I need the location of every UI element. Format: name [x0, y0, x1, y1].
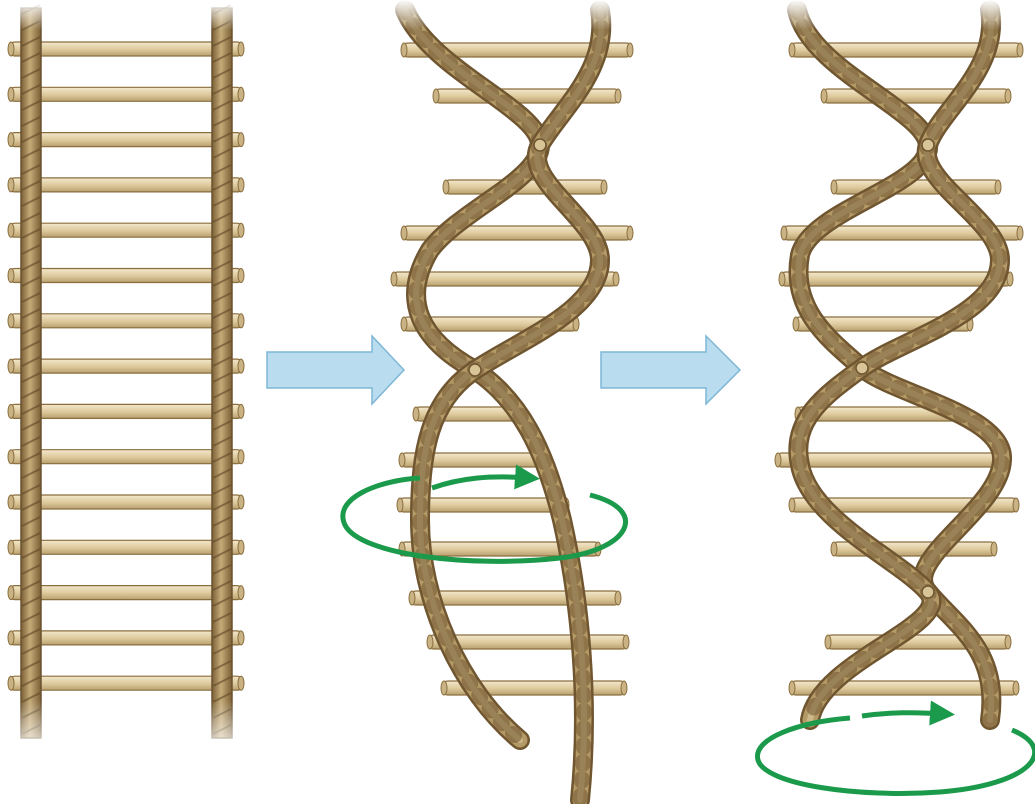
twist-rung [433, 89, 621, 103]
helix-rung [775, 453, 1011, 467]
ladder-rung [8, 87, 244, 101]
partially-twisted-ladder-panel [343, 10, 633, 800]
ladder-rung [8, 359, 244, 373]
ladder-rail-right [212, 5, 232, 738]
ladder-rung [8, 586, 244, 600]
twist-crossing-node [469, 364, 481, 376]
ladder-rung [8, 450, 244, 464]
ladder-rung [8, 495, 244, 509]
ladder-rung [8, 269, 244, 283]
top-fade [0, 0, 1035, 30]
ladder-rung [8, 540, 244, 554]
ladder-rung [8, 404, 244, 418]
twist-crossing-node [534, 139, 546, 151]
ladder-rung [8, 133, 244, 147]
ladder-rung [8, 676, 244, 690]
helix-crossing-node [922, 586, 934, 598]
helix-crossing-node [922, 139, 934, 151]
helix-rung [821, 89, 1011, 103]
bottom-fade [0, 700, 330, 760]
right-arrow-1 [267, 336, 404, 404]
helix-strand-a [797, 10, 1002, 720]
ladder-rail-left [21, 5, 41, 738]
ladder-rung [8, 223, 244, 237]
helix-crossing-node [856, 362, 868, 374]
helix-rung [831, 180, 1001, 194]
ladder-rung [8, 631, 244, 645]
right-arrow-2 [601, 336, 740, 404]
ladder-rung [8, 314, 244, 328]
double-helix-panel [757, 10, 1034, 793]
ladder-rung [8, 178, 244, 192]
straight-ladder-panel [8, 5, 244, 738]
ladder-rung [8, 42, 244, 56]
helix-rung [779, 272, 1013, 286]
